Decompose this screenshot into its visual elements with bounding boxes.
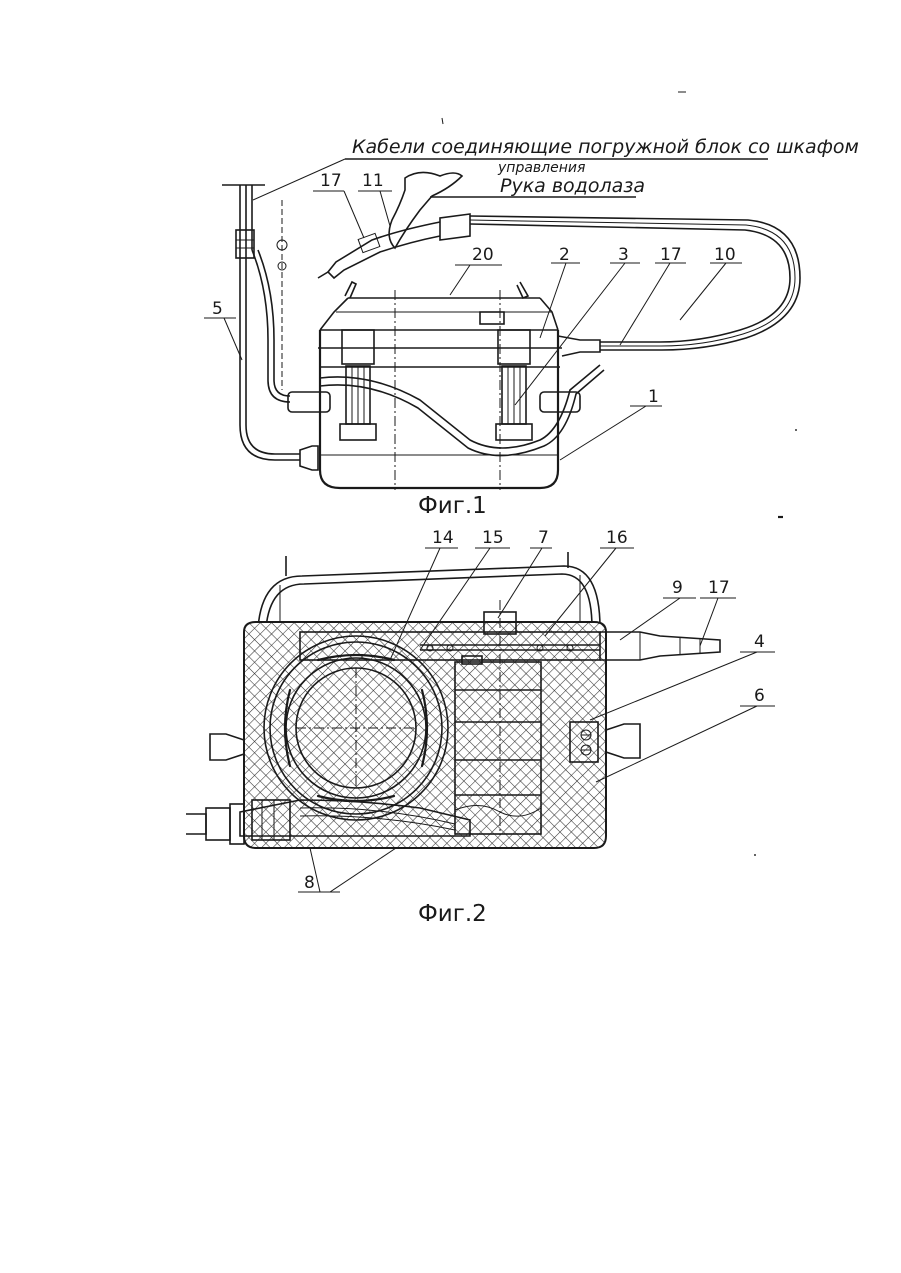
label-fig2-8: 8	[304, 873, 315, 893]
cable-bundle	[222, 185, 300, 460]
outlet-nozzle	[558, 336, 600, 356]
label-fig1-10: 10	[714, 245, 736, 265]
filter-clamp-right	[496, 330, 532, 440]
label-fig2-16: 16	[606, 528, 628, 548]
label-fig2-9: 9	[672, 578, 683, 598]
cables-note-continuation: управления	[497, 160, 585, 176]
label-fig2-15: 15	[482, 528, 504, 548]
figure-1-caption: Фиг.1	[418, 493, 487, 519]
label-fig2-7: 7	[538, 528, 549, 548]
output-nozzle	[600, 632, 720, 660]
figure-2: 14 15 7 16 9 17 4 6 8 Фиг.2	[186, 528, 775, 927]
label-fig2-4: 4	[754, 632, 765, 652]
label-fig1-17a: 17	[320, 171, 342, 191]
cable-gland-left	[186, 800, 290, 844]
label-fig1-17b: 17	[660, 245, 682, 265]
left-handle-connector	[288, 392, 330, 412]
cables-note: Кабели соединяющие погружной блок со шка…	[352, 136, 859, 158]
figure-2-caption: Фиг.2	[418, 901, 487, 927]
label-fig1-20: 20	[472, 245, 494, 265]
cable-gland-connector	[300, 446, 318, 470]
label-fig2-17: 17	[708, 578, 730, 598]
label-fig1-3: 3	[618, 245, 629, 265]
label-fig2-14: 14	[432, 528, 454, 548]
right-side-handle	[606, 724, 640, 758]
figure-1: Кабели соединяющие погружной блок со шка…	[204, 136, 859, 519]
hand-note: Рука водолаза	[500, 175, 645, 197]
leader-lines-fig1	[204, 191, 742, 460]
loop-hose	[470, 224, 790, 342]
label-fig1-1: 1	[648, 387, 659, 407]
left-side-handle	[210, 734, 244, 760]
label-fig1-5: 5	[212, 299, 223, 319]
label-fig1-2: 2	[559, 245, 570, 265]
label-fig2-6: 6	[754, 686, 765, 706]
diver-hand-sketch	[389, 172, 462, 248]
label-fig1-11: 11	[362, 171, 384, 191]
